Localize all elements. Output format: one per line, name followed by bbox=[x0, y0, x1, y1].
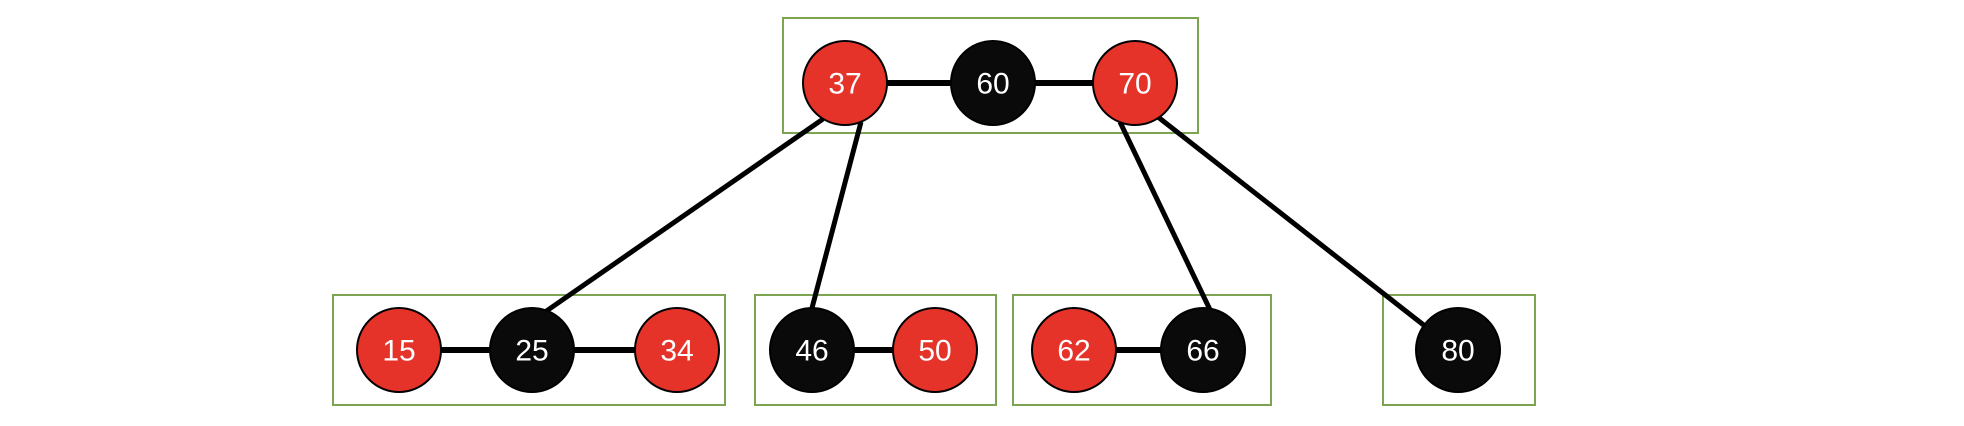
tree-node-66[interactable]: 66 bbox=[1160, 307, 1246, 393]
tree-edge bbox=[1117, 120, 1216, 318]
node-circle[interactable] bbox=[950, 40, 1036, 126]
tree-node-34[interactable]: 34 bbox=[634, 307, 720, 393]
tree-node-46[interactable]: 46 bbox=[769, 307, 855, 393]
tree-edge bbox=[543, 116, 825, 315]
node-circle[interactable] bbox=[1415, 307, 1501, 393]
tree-edge bbox=[809, 121, 864, 309]
node-circle[interactable] bbox=[634, 307, 720, 393]
group-box bbox=[1382, 294, 1536, 406]
node-circle[interactable] bbox=[1160, 307, 1246, 393]
group-box bbox=[1012, 294, 1272, 406]
tree-node-50[interactable]: 50 bbox=[892, 307, 978, 393]
tree-node-60[interactable]: 60 bbox=[950, 40, 1036, 126]
node-layer: 37 60 70 15 25 34 46 50 62 66 80 bbox=[356, 40, 1501, 393]
tree-edge bbox=[1156, 115, 1432, 332]
node-circle[interactable] bbox=[769, 307, 855, 393]
node-circle[interactable] bbox=[489, 307, 575, 393]
node-circle[interactable] bbox=[1031, 307, 1117, 393]
node-circle[interactable] bbox=[1092, 40, 1178, 126]
tree-node-37[interactable]: 37 bbox=[802, 40, 888, 126]
node-label: 34 bbox=[660, 335, 693, 368]
group-box bbox=[754, 294, 997, 406]
node-label: 15 bbox=[382, 335, 415, 368]
tree-node-70[interactable]: 70 bbox=[1092, 40, 1178, 126]
node-label: 46 bbox=[795, 335, 828, 368]
node-label: 70 bbox=[1118, 68, 1151, 101]
group-box-layer bbox=[332, 17, 1536, 406]
node-label: 60 bbox=[976, 68, 1009, 101]
child-edge-layer bbox=[543, 115, 1432, 332]
node-circle[interactable] bbox=[356, 307, 442, 393]
group-box bbox=[332, 294, 726, 406]
tree-node-15[interactable]: 15 bbox=[356, 307, 442, 393]
tree-node-80[interactable]: 80 bbox=[1415, 307, 1501, 393]
group-box bbox=[782, 17, 1199, 134]
node-label: 66 bbox=[1186, 335, 1219, 368]
node-circle[interactable] bbox=[802, 40, 888, 126]
sibling-link-layer bbox=[441, 80, 1161, 353]
node-label: 25 bbox=[515, 335, 548, 368]
tree-node-62[interactable]: 62 bbox=[1031, 307, 1117, 393]
tree-node-25[interactable]: 25 bbox=[489, 307, 575, 393]
node-label: 80 bbox=[1441, 335, 1474, 368]
node-label: 37 bbox=[828, 68, 861, 101]
node-label: 50 bbox=[918, 335, 951, 368]
node-circle[interactable] bbox=[892, 307, 978, 393]
node-label: 62 bbox=[1057, 335, 1090, 368]
